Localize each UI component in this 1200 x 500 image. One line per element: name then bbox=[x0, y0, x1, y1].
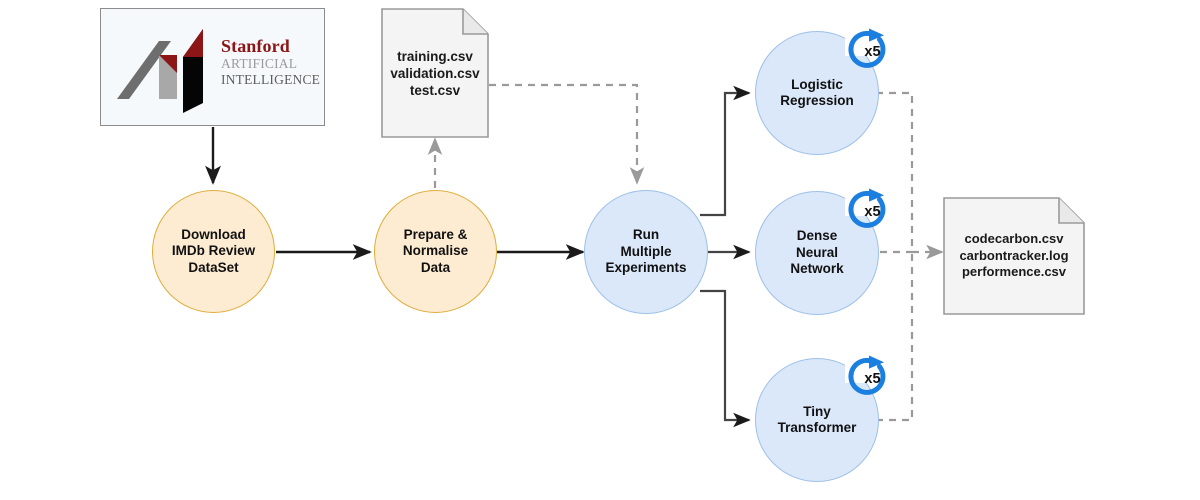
repeat-badge-tiny: x5 bbox=[845, 353, 897, 405]
repeat-badge-label: x5 bbox=[864, 204, 881, 220]
node-tiny-transformer-label: Tiny Transformer bbox=[772, 404, 863, 437]
document-shape-icon bbox=[943, 197, 1085, 315]
datasets-document-text: training.csv validation.csv test.csv bbox=[381, 8, 489, 138]
edge-experiments-to-tiny bbox=[700, 289, 751, 428]
logo-line-intelligence: INTELLIGENCE bbox=[221, 72, 321, 87]
node-prepare-normalise[interactable]: Prepare & Normalise Data bbox=[374, 190, 497, 313]
node-logistic-line-1: Logistic bbox=[791, 76, 843, 92]
loop-arrow-icon bbox=[845, 186, 886, 228]
edge-datasets-to-experiments bbox=[489, 83, 645, 185]
edge-tiny-to-bus bbox=[876, 252, 914, 422]
stanford-logo-card: Stanford ARTIFICIAL INTELLIGENCE bbox=[100, 8, 325, 126]
outputs-document: codecarbon.csv carbontracker.log perform… bbox=[943, 197, 1085, 315]
outputs-line-2: carbontracker.log bbox=[959, 247, 1069, 263]
datasets-line-3: test.csv bbox=[409, 82, 461, 98]
node-download-dataset[interactable]: Download IMDb Review DataSet bbox=[152, 190, 275, 313]
node-experiments-line-3: Experiments bbox=[605, 260, 687, 276]
node-download-line-1: Download bbox=[181, 226, 246, 242]
repeat-badge-dense: x5 bbox=[845, 186, 897, 238]
node-prepare-line-1: Prepare & bbox=[403, 226, 468, 242]
node-dense-line-2: Neural bbox=[795, 244, 838, 260]
node-run-experiments-label: Run Multiple Experiments bbox=[599, 227, 692, 277]
node-run-experiments[interactable]: Run Multiple Experiments bbox=[584, 190, 708, 314]
repeat-badge-logistic: x5 bbox=[845, 26, 897, 78]
document-shape-icon bbox=[381, 8, 489, 138]
repeat-badge-label: x5 bbox=[864, 44, 881, 60]
outputs-line-1: codecarbon.csv bbox=[964, 231, 1064, 247]
node-download-line-2: IMDb Review bbox=[171, 243, 256, 259]
logo-line-artificial: ARTIFICIAL bbox=[221, 56, 298, 71]
stanford-a-mark-icon bbox=[117, 29, 203, 113]
node-prepare-line-2: Normalise bbox=[402, 243, 469, 259]
logo-line-stanford: Stanford bbox=[221, 36, 290, 56]
loop-arrow-icon bbox=[845, 26, 886, 68]
node-dense-line-3: Network bbox=[790, 261, 844, 277]
node-tiny-line-1: Tiny bbox=[803, 403, 831, 419]
node-download-line-3: DataSet bbox=[188, 259, 239, 275]
node-logistic-line-2: Regression bbox=[780, 93, 854, 108]
datasets-line-1: training.csv bbox=[397, 48, 473, 64]
outputs-line-3: performence.csv bbox=[961, 264, 1067, 280]
node-download-dataset-label: Download IMDb Review DataSet bbox=[166, 227, 261, 277]
node-dense-neural-network-label: Dense Neural Network bbox=[784, 228, 849, 278]
node-experiments-line-1: Run bbox=[632, 227, 660, 243]
node-prepare-normalise-label: Prepare & Normalise Data bbox=[397, 227, 474, 277]
outputs-document-text: codecarbon.csv carbontracker.log perform… bbox=[943, 197, 1085, 315]
loop-arrow-icon bbox=[845, 353, 886, 395]
node-prepare-line-3: Data bbox=[420, 259, 451, 275]
stanford-logo-wordmark: Stanford ARTIFICIAL INTELLIGENCE bbox=[221, 37, 321, 88]
node-experiments-line-2: Multiple bbox=[620, 243, 672, 259]
datasets-document: training.csv validation.csv test.csv bbox=[381, 8, 489, 138]
edge-experiments-to-logistic bbox=[700, 85, 751, 217]
node-dense-line-1: Dense bbox=[796, 228, 838, 244]
node-tiny-line-2: Transformer bbox=[777, 420, 857, 435]
node-logistic-regression-label: Logistic Regression bbox=[774, 77, 860, 110]
repeat-badge-label: x5 bbox=[864, 371, 881, 387]
datasets-line-2: validation.csv bbox=[390, 65, 480, 81]
